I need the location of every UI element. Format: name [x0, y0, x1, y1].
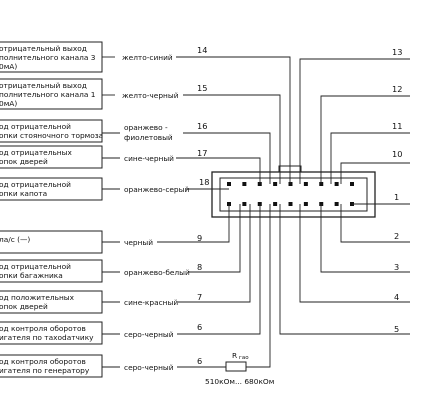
box-parking-brake-line1: од отрицательной	[0, 122, 71, 131]
connector-pin	[350, 182, 354, 186]
wire-6-tacho-color: серо-черный	[124, 330, 174, 339]
wire-3-number: 3	[394, 262, 399, 272]
box-aux-channel-1-line2: полнительного канала 1	[0, 90, 96, 99]
wire-5-number: 5	[394, 324, 399, 334]
box-ground-line1: ла/с (—)	[0, 235, 30, 244]
connector-pin	[273, 182, 278, 186]
box-ground: ла/с (—)	[0, 230, 103, 254]
box-trunk-line1: од отрицательной	[0, 262, 71, 271]
wire-9-number: 9	[197, 233, 202, 243]
wire-15-number: 15	[197, 83, 207, 93]
box-aux-channel-3: отрицательный выход полнительного канала…	[0, 41, 103, 73]
resistor-sub: гао	[239, 355, 249, 361]
wire-8-number: 8	[197, 262, 202, 272]
box-generator-line2: игателя по генератору	[0, 366, 90, 375]
connector-pin	[273, 202, 278, 206]
wire-labels-left: желто-синий 14 желто-черный 15 оранжево …	[122, 45, 209, 372]
wire-18-number: 18	[199, 177, 209, 187]
connector-pin	[242, 202, 247, 206]
connector	[211, 165, 376, 218]
box-door-negative-line1: од отрицательных	[0, 148, 72, 157]
box-aux-channel-1: отрицательный выход полнительного канала…	[0, 78, 103, 110]
resistor-labels: R гао 510кОм... 680кОм	[205, 351, 274, 386]
wire-6-gen-number: 6	[197, 356, 202, 366]
box-parking-brake: од отрицательной опки стояночного тормоз…	[0, 119, 103, 143]
wire-7-color: сине-красный	[124, 298, 178, 307]
resistor-label: R	[232, 351, 237, 360]
wire-2-number: 2	[394, 231, 399, 241]
wire-numbers-right: 13 12 11 10 1 2 3 4 5	[392, 47, 402, 334]
wire-15-color: желто-черный	[122, 91, 179, 100]
wire-16-color: оранжево -	[124, 123, 168, 132]
box-hood-line2: опки капота	[0, 189, 47, 198]
connector-pin	[334, 182, 339, 186]
connector-pin	[227, 182, 231, 186]
connector-pin	[334, 202, 339, 206]
wire-4-number: 4	[394, 292, 399, 302]
box-aux-channel-1-line1: отрицательный выход	[0, 81, 87, 90]
wire-7-number: 7	[197, 292, 202, 302]
wire-1-number: 1	[394, 192, 399, 202]
wire-8-color: оранжево-белый	[124, 268, 190, 277]
box-trunk: од отрицательной опки багажника	[0, 259, 103, 283]
wire-6-tacho-number: 6	[197, 322, 202, 332]
box-door-positive-line1: од положительных	[0, 293, 75, 302]
wire-10-number: 10	[392, 149, 402, 159]
connector-pin	[288, 182, 293, 186]
box-aux-channel-3-line3: 0мА)	[0, 62, 17, 71]
wires-left	[102, 56, 291, 372]
box-door-negative: од отрицательных опок дверей	[0, 145, 103, 169]
box-aux-channel-3-line1: отрицательный выход	[0, 44, 87, 53]
box-trunk-line2: опки багажника	[0, 271, 63, 280]
box-generator-line1: од контроля оборотов	[0, 357, 86, 366]
wire-11-number: 11	[392, 121, 402, 131]
wire-14-number: 14	[197, 45, 207, 55]
box-door-negative-line2: опок дверей	[0, 157, 48, 166]
wire-17-number: 17	[197, 148, 207, 158]
box-generator: од контроля оборотов игателя по генерато…	[0, 354, 103, 378]
resistor-value: 510кОм... 680кОм	[205, 377, 274, 386]
connector-pin	[242, 182, 247, 186]
wire-12-number: 12	[392, 84, 402, 94]
box-tacho: од контроля оборотов игателя по тахodатч…	[0, 321, 103, 345]
box-aux-channel-3-line2: полнительного канала 3	[0, 53, 96, 62]
box-tacho-line2: игателя по тахodатчику	[0, 333, 94, 342]
box-hood: од отрицательной опки капота	[0, 177, 103, 201]
wire-9-color: черный	[124, 238, 153, 247]
wire-16-number: 16	[197, 121, 207, 131]
connector-pin	[288, 202, 293, 206]
wire-14-color: желто-синий	[122, 53, 173, 62]
box-hood-line1: од отрицательной	[0, 180, 71, 189]
box-door-positive-line2: опок дверей	[0, 302, 48, 311]
connector-pin	[303, 202, 308, 206]
wire-13-number: 13	[392, 47, 402, 57]
box-parking-brake-line2: опки стояночного тормоза	[0, 131, 103, 140]
box-aux-channel-1-line3: 0мА)	[0, 99, 17, 108]
resistor	[225, 361, 247, 372]
wire-6-gen-color: серо-черный	[124, 363, 174, 372]
wires-right	[279, 58, 410, 335]
connector-pin	[303, 182, 308, 186]
wire-18-color: оранжево-серый	[124, 185, 189, 194]
wire-16-color2: фиолетовый	[124, 133, 173, 142]
box-door-positive: од положительных опок дверей	[0, 290, 103, 314]
box-tacho-line1: од контроля оборотов	[0, 324, 86, 333]
wire-17-color: сине-черный	[124, 154, 174, 163]
